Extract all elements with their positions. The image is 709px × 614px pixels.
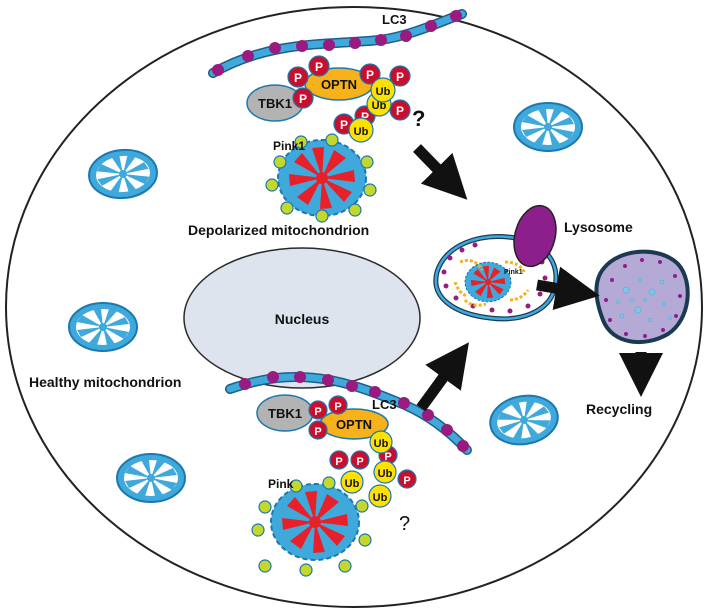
- bottom-autophagy-complex: LC3 TBK1 OPTN P P P P P P P Ub Ub: [225, 371, 472, 577]
- ubiquitin-chain: Ub Ub Ub: [348, 77, 396, 143]
- arrow-bottom-to-autophagosome: [416, 342, 469, 412]
- svg-text:P: P: [315, 60, 323, 74]
- lysosome-label: Lysosome: [564, 219, 633, 235]
- healthy-mitochondrion-icon: [116, 453, 186, 503]
- svg-text:P: P: [314, 406, 321, 418]
- ubiquitin-chain: Ub Ub Ub Ub: [340, 430, 397, 508]
- healthy-mitochondrion-icon: [68, 302, 138, 352]
- question-mark-bottom: ?: [399, 513, 410, 535]
- svg-text:P: P: [314, 426, 321, 438]
- lc3-dots: [212, 10, 462, 76]
- nucleus-label: Nucleus: [275, 311, 330, 327]
- svg-text:P: P: [361, 110, 369, 124]
- question-mark-top: ?: [412, 106, 425, 131]
- autolysosome: [594, 249, 690, 345]
- svg-text:P: P: [294, 71, 302, 85]
- svg-text:P: P: [403, 475, 410, 487]
- svg-text:Ub: Ub: [354, 126, 369, 138]
- svg-text:P: P: [384, 451, 391, 463]
- pink1-phagosome-label: Pink1: [504, 269, 523, 276]
- pink-label: Pink: [268, 477, 294, 491]
- svg-text:P: P: [356, 456, 363, 468]
- flow-arrows: [413, 144, 663, 412]
- svg-text:P: P: [334, 401, 341, 413]
- phospho-groups: P P P P P P P P: [287, 55, 411, 135]
- svg-text:Ub: Ub: [374, 438, 389, 450]
- svg-text:P: P: [396, 70, 404, 84]
- svg-text:P: P: [340, 118, 348, 132]
- svg-text:P: P: [299, 92, 307, 106]
- svg-text:Ub: Ub: [378, 468, 393, 480]
- top-autophagy-complex: LC3 OPTN TBK1 P P P P P P P P: [188, 9, 467, 238]
- lysosome: [513, 204, 557, 268]
- depolarized-mitochondrion-label: Depolarized mitochondrion: [188, 222, 369, 238]
- pink1-dots: [265, 133, 377, 223]
- lc3-dots: [239, 371, 469, 452]
- pink1-label: Pink1: [273, 139, 305, 153]
- svg-text:P: P: [366, 68, 374, 82]
- recycling-label: Recycling: [586, 401, 652, 417]
- svg-text:Ub: Ub: [372, 100, 387, 112]
- optn-label: OPTN: [336, 417, 372, 432]
- phospho-groups: P P P P P P P: [308, 395, 417, 489]
- svg-text:P: P: [335, 456, 342, 468]
- pink1-dots: [251, 476, 372, 577]
- svg-text:Ub: Ub: [373, 492, 388, 504]
- depolarized-mitochondrion-icon: [270, 483, 360, 561]
- lc3-label: LC3: [372, 397, 397, 412]
- arrow-to-autolysosome: [536, 266, 600, 310]
- svg-text:Ub: Ub: [376, 86, 391, 98]
- nucleus: [183, 247, 421, 389]
- optn-label: OPTN: [321, 77, 357, 92]
- svg-text:P: P: [396, 104, 404, 118]
- svg-text:Ub: Ub: [345, 478, 360, 490]
- arrow-depolarized-to-autophagosome: [413, 144, 468, 200]
- lc3-label: LC3: [382, 12, 407, 27]
- healthy-mitochondrion-icon: [513, 102, 583, 152]
- tbk1-label: TBK1: [268, 406, 302, 421]
- healthy-mitochondrion-label: Healthy mitochondrion: [29, 374, 181, 390]
- tbk1-label: TBK1: [258, 96, 292, 111]
